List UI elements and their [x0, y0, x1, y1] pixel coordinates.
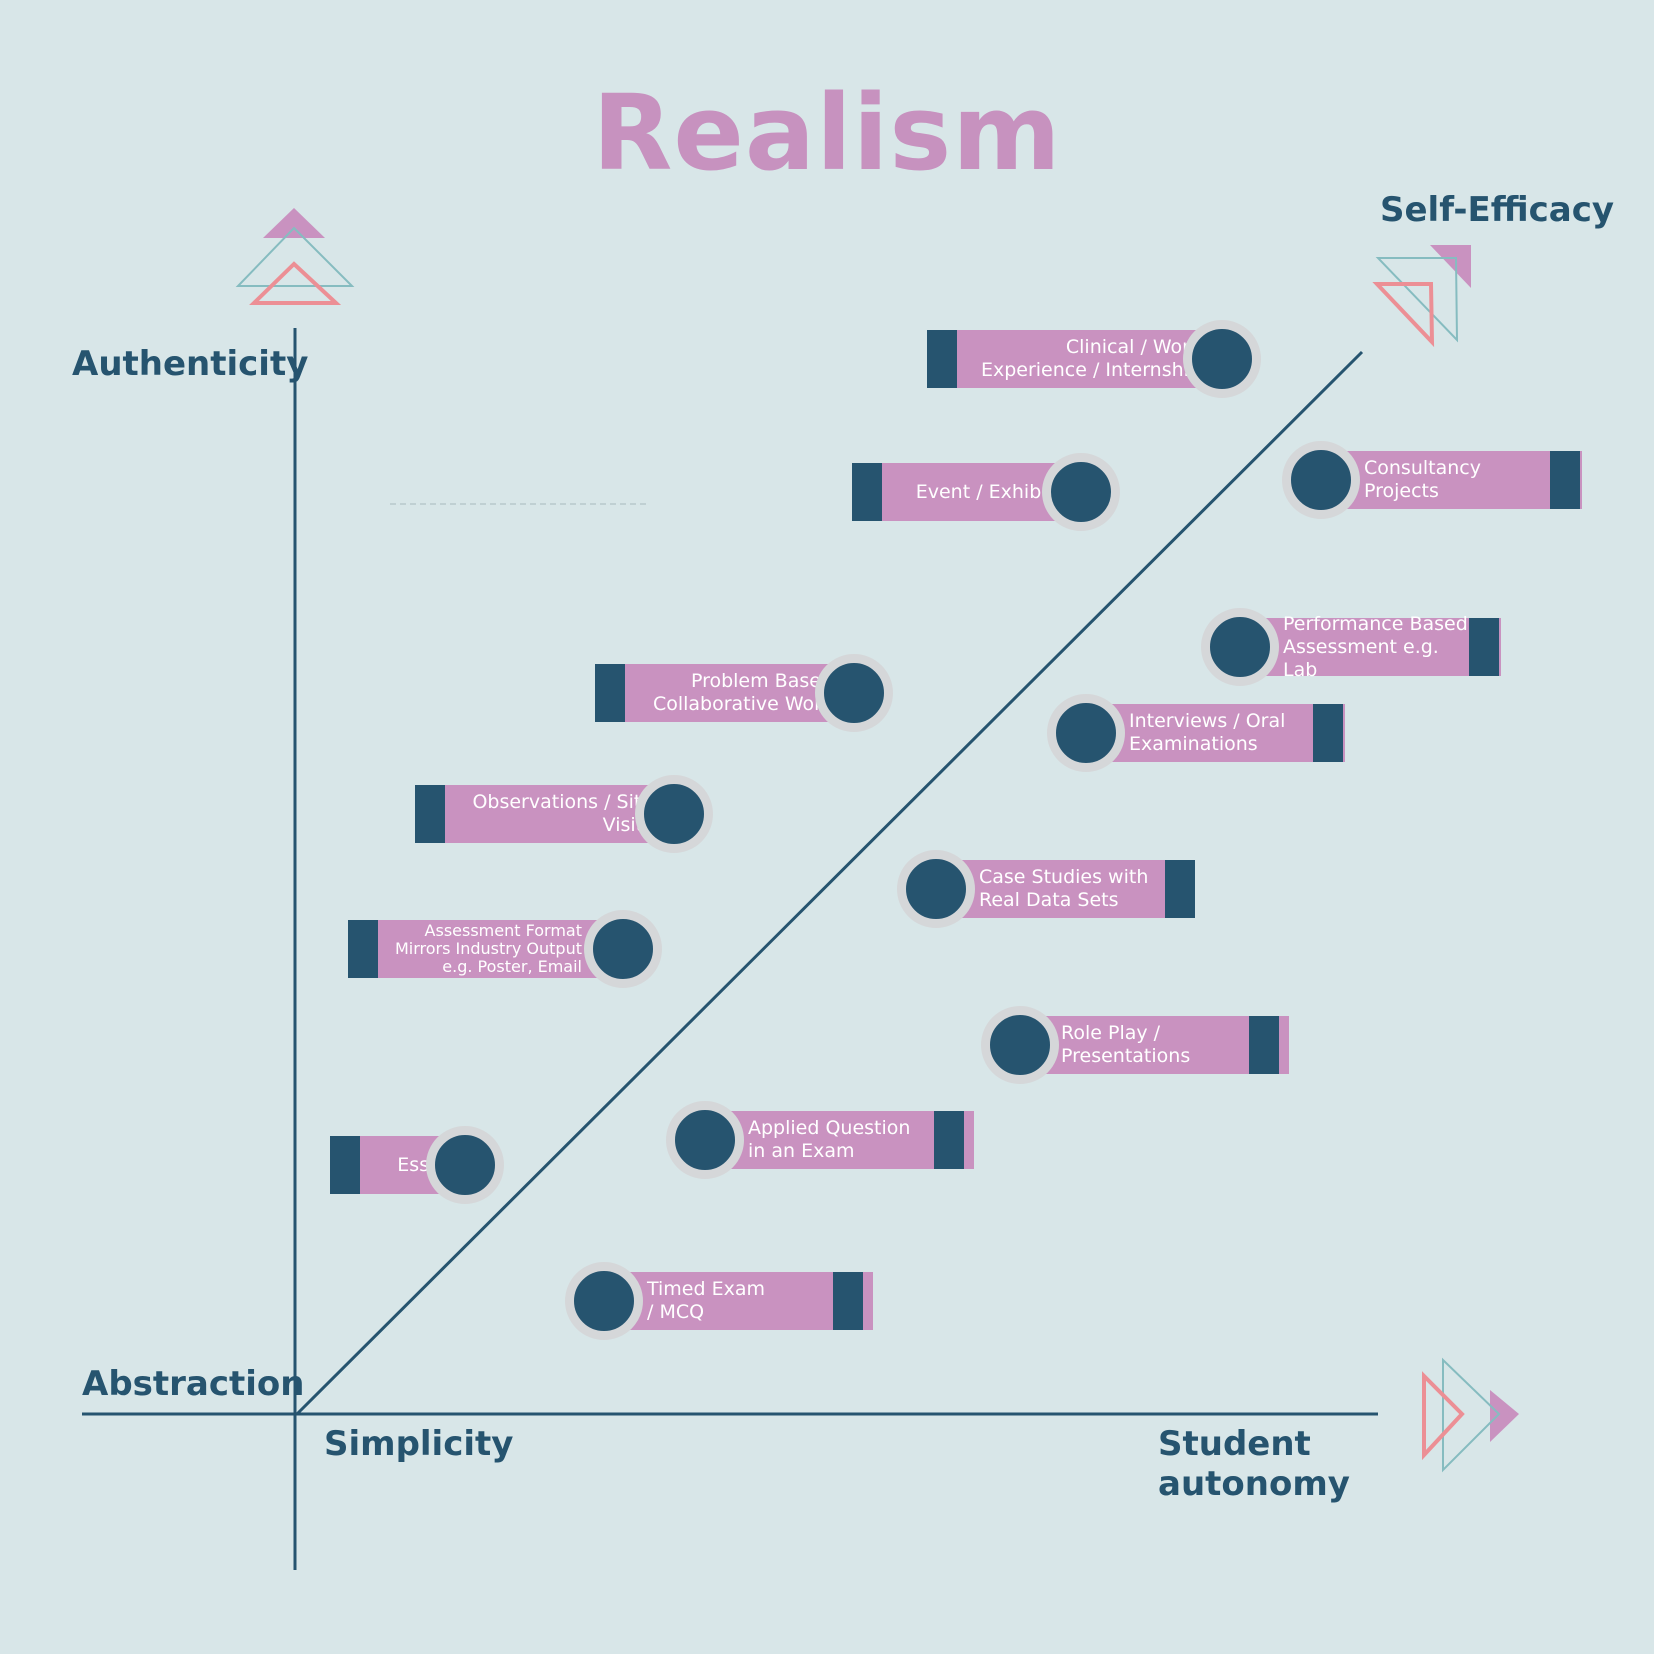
item-assessment-format: Assessment Format Mirrors Industry Outpu…: [348, 910, 668, 988]
marker-dot: [565, 1262, 643, 1340]
item-label: Event / Exhibit: [915, 480, 1054, 503]
marker-dot: [1042, 453, 1120, 531]
item-consultancy-projects: Consultancy Projects: [1282, 441, 1582, 519]
item-interviews-oral: Interviews / Oral Examinations: [1047, 694, 1347, 772]
marker-dot: [1201, 608, 1279, 686]
diagonal-line: [295, 350, 1364, 1416]
marker-dot: [584, 910, 662, 988]
item-label: Performance Based Assessment e.g. Lab: [1283, 612, 1468, 681]
up-arrow-icon: [235, 208, 355, 305]
item-role-play: Role Play / Presentations: [981, 1006, 1289, 1084]
authenticity-label: Authenticity: [72, 344, 309, 384]
marker-dot: [635, 775, 713, 853]
right-arrow-icon: [1422, 1357, 1519, 1473]
marker-dot: [981, 1006, 1059, 1084]
item-clinical-work-experience: Clinical / Work Experience / Internship: [927, 320, 1265, 398]
item-label: Case Studies with Real Data Sets: [979, 866, 1149, 911]
item-essay: Essay: [330, 1126, 530, 1204]
student-autonomy-label: Student autonomy: [1158, 1424, 1350, 1504]
item-problem-based-collaborative: Problem Based Collaborative Work: [595, 654, 895, 732]
chart-title: Realism: [592, 72, 1062, 194]
marker-dot: [1047, 694, 1125, 772]
item-applied-question: Applied Question in an Exam: [666, 1101, 974, 1179]
item-label: Problem Based Collaborative Work: [652, 670, 833, 715]
item-label: Interviews / Oral Examinations: [1129, 710, 1286, 755]
item-event-exhibit: Event / Exhibit: [852, 453, 1152, 531]
diagonal-arrow-icon: [1372, 245, 1471, 348]
item-label: Applied Question in an Exam: [748, 1117, 911, 1162]
marker-dot: [666, 1101, 744, 1179]
item-label: Timed Exam / MCQ: [647, 1278, 765, 1323]
item-label: Role Play / Presentations: [1061, 1022, 1191, 1067]
marker-dot: [897, 850, 975, 928]
item-label: Clinical / Work Experience / Internship: [980, 336, 1201, 381]
marker-dot: [426, 1126, 504, 1204]
marker-dot: [1282, 441, 1360, 519]
item-performance-based-assessment: Performance Based Assessment e.g. Lab: [1201, 608, 1501, 686]
marker-dot: [815, 654, 893, 732]
item-observations-site-visits: Observations / Site Visits: [415, 775, 715, 853]
simplicity-label: Simplicity: [324, 1424, 514, 1464]
item-case-studies: Case Studies with Real Data Sets: [897, 850, 1197, 928]
abstraction-label: Abstraction: [82, 1364, 305, 1404]
marker-dot: [1183, 320, 1261, 398]
self-efficacy-label: Self-Efficacy: [1380, 190, 1615, 230]
item-label: Assessment Format Mirrors Industry Outpu…: [394, 921, 582, 976]
item-timed-exam: Timed Exam / MCQ: [565, 1262, 873, 1340]
item-label: Consultancy Projects: [1364, 457, 1481, 502]
item-label: Observations / Site Visits: [472, 791, 653, 836]
